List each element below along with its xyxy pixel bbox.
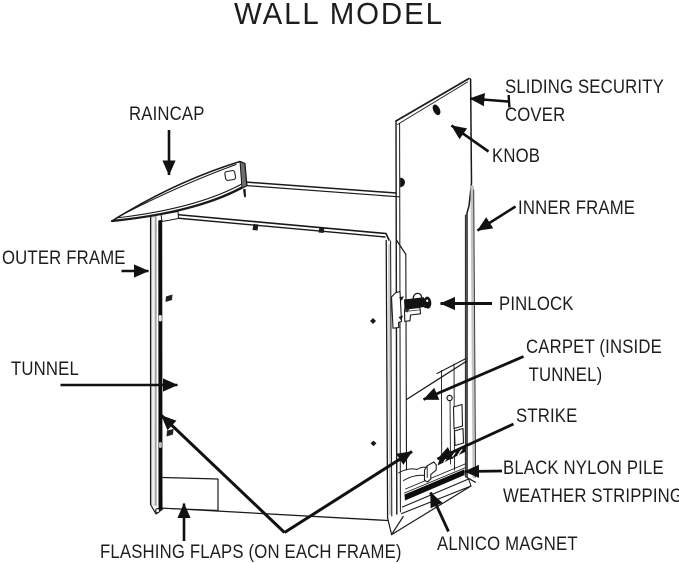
sliding-cover-arrow xyxy=(469,93,509,107)
label-knob: KNOB xyxy=(492,146,541,167)
label-tunnel: TUNNEL xyxy=(11,359,79,380)
label-alnico-magnet: ALNICO MAGNET xyxy=(437,534,578,555)
label-weather-line1: BLACK NYLON PILE xyxy=(503,458,664,479)
label-raincap: RAINCAP xyxy=(129,104,205,125)
strike-arrow xyxy=(436,422,515,461)
raincap-drawing xyxy=(110,160,248,223)
label-carpet-line1: CARPET (INSIDE xyxy=(526,337,662,358)
pinlock-drawing xyxy=(390,290,432,329)
label-sliding-security-cover: SLIDING SECURITY COVER xyxy=(505,74,664,130)
label-carpet-line2: TUNNEL) xyxy=(528,365,603,386)
callout-arrows xyxy=(60,93,525,541)
label-flashing-flaps: FLASHING FLAPS (ON EACH FRAME) xyxy=(100,542,402,563)
label-pinlock: PINLOCK xyxy=(499,294,574,315)
label-outer-frame: OUTER FRAME xyxy=(2,248,126,269)
outer-frame-drawing xyxy=(149,187,219,515)
label-strike: STRIKE xyxy=(516,406,578,427)
carpet-arrow xyxy=(422,355,525,401)
label-inner-frame: INNER FRAME xyxy=(518,198,636,219)
weather-strip-arrow xyxy=(464,464,503,478)
alnico-arrow xyxy=(429,491,450,533)
label-weather-stripping: BLACK NYLON PILE WEATHER STRIPPING xyxy=(503,455,679,511)
tunnel-drawing xyxy=(161,181,400,522)
label-sliding-line2: COVER xyxy=(505,105,566,126)
label-carpet-inside-tunnel: CARPET (INSIDE TUNNEL) xyxy=(526,334,662,390)
inner-frame-arrow xyxy=(476,205,517,232)
label-weather-line2: WEATHER STRIPPING xyxy=(503,486,679,507)
label-sliding-line1: SLIDING SECURITY xyxy=(505,77,664,98)
flashing-flaps-arrow-right xyxy=(283,450,413,534)
page-title: WALL MODEL xyxy=(234,0,444,31)
sliding-cover-arrow-tail xyxy=(507,94,511,108)
flashing-flaps-arrow-left xyxy=(160,414,286,534)
knob-arrow xyxy=(450,124,490,153)
